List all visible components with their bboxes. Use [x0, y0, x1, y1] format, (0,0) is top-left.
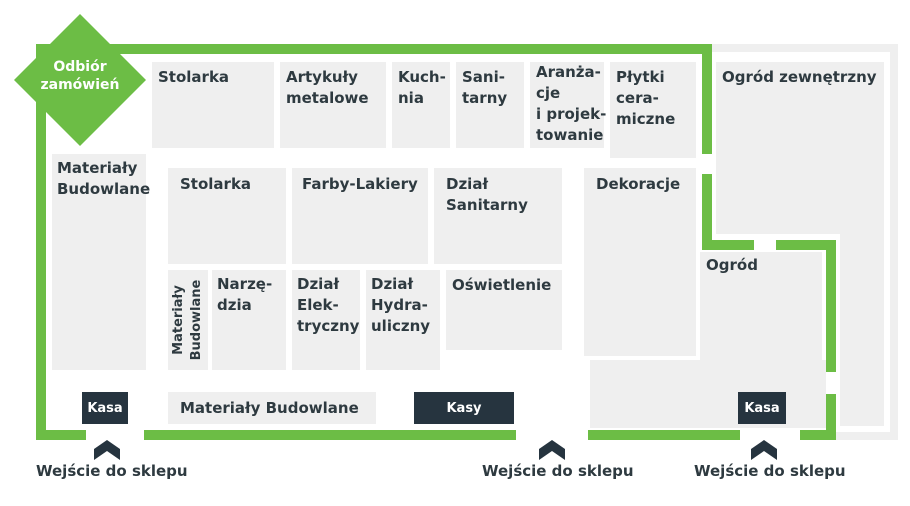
garden-outer-wall-top — [712, 44, 898, 52]
store-wall-left — [36, 44, 46, 440]
dept-ogrod-zewnetrzny[interactable] — [716, 62, 884, 234]
checkout-kasy-center[interactable]: Kasy — [414, 392, 514, 424]
label-stolarka-mid: Stolarka — [180, 175, 252, 193]
label-dzial-elektryczny: Dział Elek- tryczny — [297, 275, 360, 335]
garden-outer-wall-right — [890, 44, 898, 440]
entrance-arrow-icon — [539, 440, 565, 460]
dept-stolarka-top[interactable] — [152, 62, 274, 148]
entrance-arrow-icon — [94, 440, 120, 460]
dept-materialy-budowlane-bottom[interactable] — [168, 392, 376, 424]
entrance-label-center: Wejście do sklepu — [482, 462, 634, 480]
dept-ogrod-zewnetrzny-side[interactable] — [840, 234, 884, 426]
dept-oswietlenie[interactable] — [446, 270, 562, 350]
label-aranzacje: Aranża- cje i projek- towanie — [536, 63, 607, 144]
label-ogrod-zewnetrzny: Ogród zewnętrzny — [722, 68, 877, 86]
store-wall-bottom-b — [144, 430, 516, 440]
label-materialy-budowlane-vertical: Materiały Budowlane — [171, 279, 204, 361]
store-wall-bottom-a — [36, 430, 86, 440]
store-wall-right-upper — [702, 44, 712, 154]
label-materialy-budowlane-left: Materiały Budowlane — [57, 159, 151, 198]
label-artykuly-metalowe: Artykuły metalowe — [286, 68, 369, 107]
garden-outer-wall-bottom — [830, 432, 898, 440]
store-wall-right-mid — [702, 174, 712, 250]
dept-materialy-budowlane-left[interactable] — [52, 154, 146, 370]
dept-sanitarny-top[interactable] — [456, 62, 524, 148]
label-materialy-budowlane-bottom: Materiały Budowlane — [180, 399, 359, 417]
label-plytki: Płytki cera- miczne — [616, 68, 676, 128]
dept-farby-lakiery[interactable] — [292, 168, 428, 264]
label-oswietlenie: Oświetlenie — [452, 276, 552, 294]
entrance-arrow-icon — [751, 440, 777, 460]
pickup-label: Odbiór zamówień — [40, 59, 120, 93]
entrance-label-left: Wejście do sklepu — [36, 462, 188, 480]
dept-plytki[interactable] — [610, 62, 696, 158]
store-wall-top — [36, 44, 712, 54]
dept-materialy-budowlane-vertical[interactable] — [168, 270, 208, 370]
label-sanitarny-top: Sani- tarny — [462, 68, 508, 107]
entrance-label-right: Wejście do sklepu — [694, 462, 846, 480]
label-narzedzia: Narzę- dzia — [217, 275, 273, 314]
dept-kuchnia[interactable] — [392, 62, 450, 148]
dept-aranzacje[interactable] — [530, 62, 604, 148]
garden-wall-top-b — [776, 240, 836, 250]
garden-wall-top-a — [702, 240, 754, 250]
dept-narzedzia[interactable] — [212, 270, 286, 370]
dept-dzial-elektryczny[interactable] — [292, 270, 360, 370]
label-dzial-hydrauliczny: Dział Hydra- uliczny — [371, 275, 431, 335]
garden-wall-right-upper — [826, 240, 836, 372]
label-dzial-sanitarny: Dział Sanitarny — [446, 175, 528, 214]
label-kuchnia: Kuch- nia — [398, 68, 446, 107]
dept-ogrod-lower[interactable] — [590, 360, 826, 428]
pickup-point[interactable] — [14, 14, 146, 146]
label-stolarka-top: Stolarka — [158, 68, 230, 86]
store-wall-bottom-d — [800, 430, 836, 440]
checkout-kasa-right[interactable]: Kasa — [738, 392, 786, 424]
dept-dekoracje[interactable] — [584, 168, 696, 356]
dept-dzial-hydrauliczny[interactable] — [366, 270, 440, 370]
checkout-kasa-left[interactable]: Kasa — [82, 392, 128, 424]
dept-dzial-sanitarny[interactable] — [434, 168, 562, 264]
dept-artykuly-metalowe[interactable] — [280, 62, 386, 148]
dept-stolarka-mid[interactable] — [168, 168, 286, 264]
label-farby-lakiery: Farby-Lakiery — [302, 175, 418, 193]
garden-wall-right-lower — [826, 394, 836, 440]
label-ogrod: Ogród — [706, 256, 758, 274]
label-dekoracje: Dekoracje — [596, 175, 681, 193]
store-wall-bottom-c — [588, 430, 740, 440]
